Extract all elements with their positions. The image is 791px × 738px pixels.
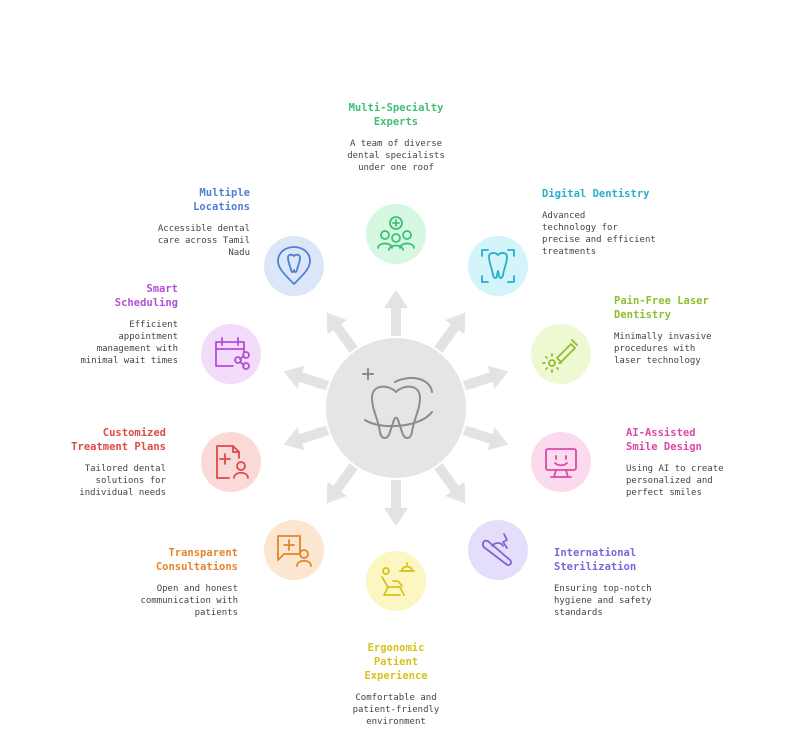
node-description: Open and honest communication with patie… (140, 584, 238, 618)
node-title: International Sterilization (554, 547, 637, 573)
node-description: Using AI to create personalized and perf… (626, 464, 724, 498)
node-transparent: Transparent Consultations Open and hones… (68, 546, 238, 619)
node-scheduling: Smart Scheduling Efficient appointment m… (8, 282, 178, 367)
digital-tooth-icon (481, 249, 515, 283)
node-digital-dentistry: Digital Dentistry Advanced technology fo… (542, 187, 712, 258)
node-description: Minimally invasive procedures with laser… (614, 332, 712, 366)
treatment-plan-icon (216, 445, 249, 479)
center-hub (326, 338, 466, 478)
node-title: Ergonomic Patient Experience (364, 642, 428, 682)
node-description: Ensuring top-notch hygiene and safety st… (554, 584, 652, 618)
arrow-to-customized (283, 425, 330, 451)
arrow-to-sterilization (434, 463, 466, 504)
arrow-to-digital-dentistry (434, 312, 466, 353)
node-circle-digital-dentistry (468, 236, 528, 296)
laser-icon (542, 339, 578, 373)
tooth-location-pin-icon (277, 246, 311, 285)
node-laser: Pain-Free Laser Dentistry Minimally inva… (614, 294, 784, 367)
node-multi-specialty: Multi-Specialty Experts A team of divers… (311, 101, 481, 174)
node-ai-smile: AI-Assisted Smile Design Using AI to cre… (626, 426, 791, 499)
arrow-to-scheduling (283, 365, 330, 391)
node-sterilization: International Sterilization Ensuring top… (554, 546, 724, 619)
consultation-icon (277, 535, 312, 567)
dentist-team-icon (377, 216, 415, 251)
node-circle-scheduling (201, 324, 261, 384)
node-description: Accessible dental care across Tamil Nadu (157, 224, 250, 258)
node-description: Comfortable and patient-friendly environ… (352, 693, 440, 727)
arrow-to-ai-smile (462, 425, 509, 451)
node-description: Advanced technology for precise and effi… (542, 211, 656, 257)
node-circle-customized (201, 432, 261, 492)
node-customized: Customized Treatment Plans Tailored dent… (0, 426, 166, 499)
node-description: A team of diverse dental specialists und… (347, 139, 445, 173)
monitor-smile-icon (545, 448, 577, 478)
calendar-share-icon (215, 337, 250, 370)
arrow-to-laser (462, 365, 509, 391)
node-circle-ai-smile (531, 432, 591, 492)
node-title: Multi-Specialty Experts (348, 102, 444, 128)
node-title: Customized Treatment Plans (71, 427, 166, 453)
node-ergonomic: Ergonomic Patient Experience Comfortable… (311, 641, 481, 728)
arrow-to-transparent (326, 463, 358, 504)
node-locations: Multiple Locations Accessible dental car… (80, 186, 250, 259)
sterilizer-icon (482, 533, 512, 566)
arrow-to-multi-specialty (384, 290, 408, 336)
node-title: Transparent Consultations (155, 547, 238, 573)
node-description: Tailored dental solutions for individual… (79, 464, 166, 498)
node-title: Pain-Free Laser Dentistry (614, 295, 709, 321)
node-title: Digital Dentistry (542, 188, 650, 200)
tooth-sparkle-icon (362, 368, 433, 439)
node-title: AI-Assisted Smile Design (626, 427, 702, 453)
node-title: Smart Scheduling (114, 283, 178, 309)
node-description: Efficient appointment management with mi… (80, 320, 178, 366)
node-title: Multiple Locations (193, 187, 250, 213)
node-circle-transparent (264, 520, 324, 580)
node-circle-locations (264, 236, 324, 296)
arrow-to-locations (326, 312, 358, 353)
arrow-to-ergonomic (384, 480, 408, 526)
dental-chair-icon (381, 562, 415, 596)
